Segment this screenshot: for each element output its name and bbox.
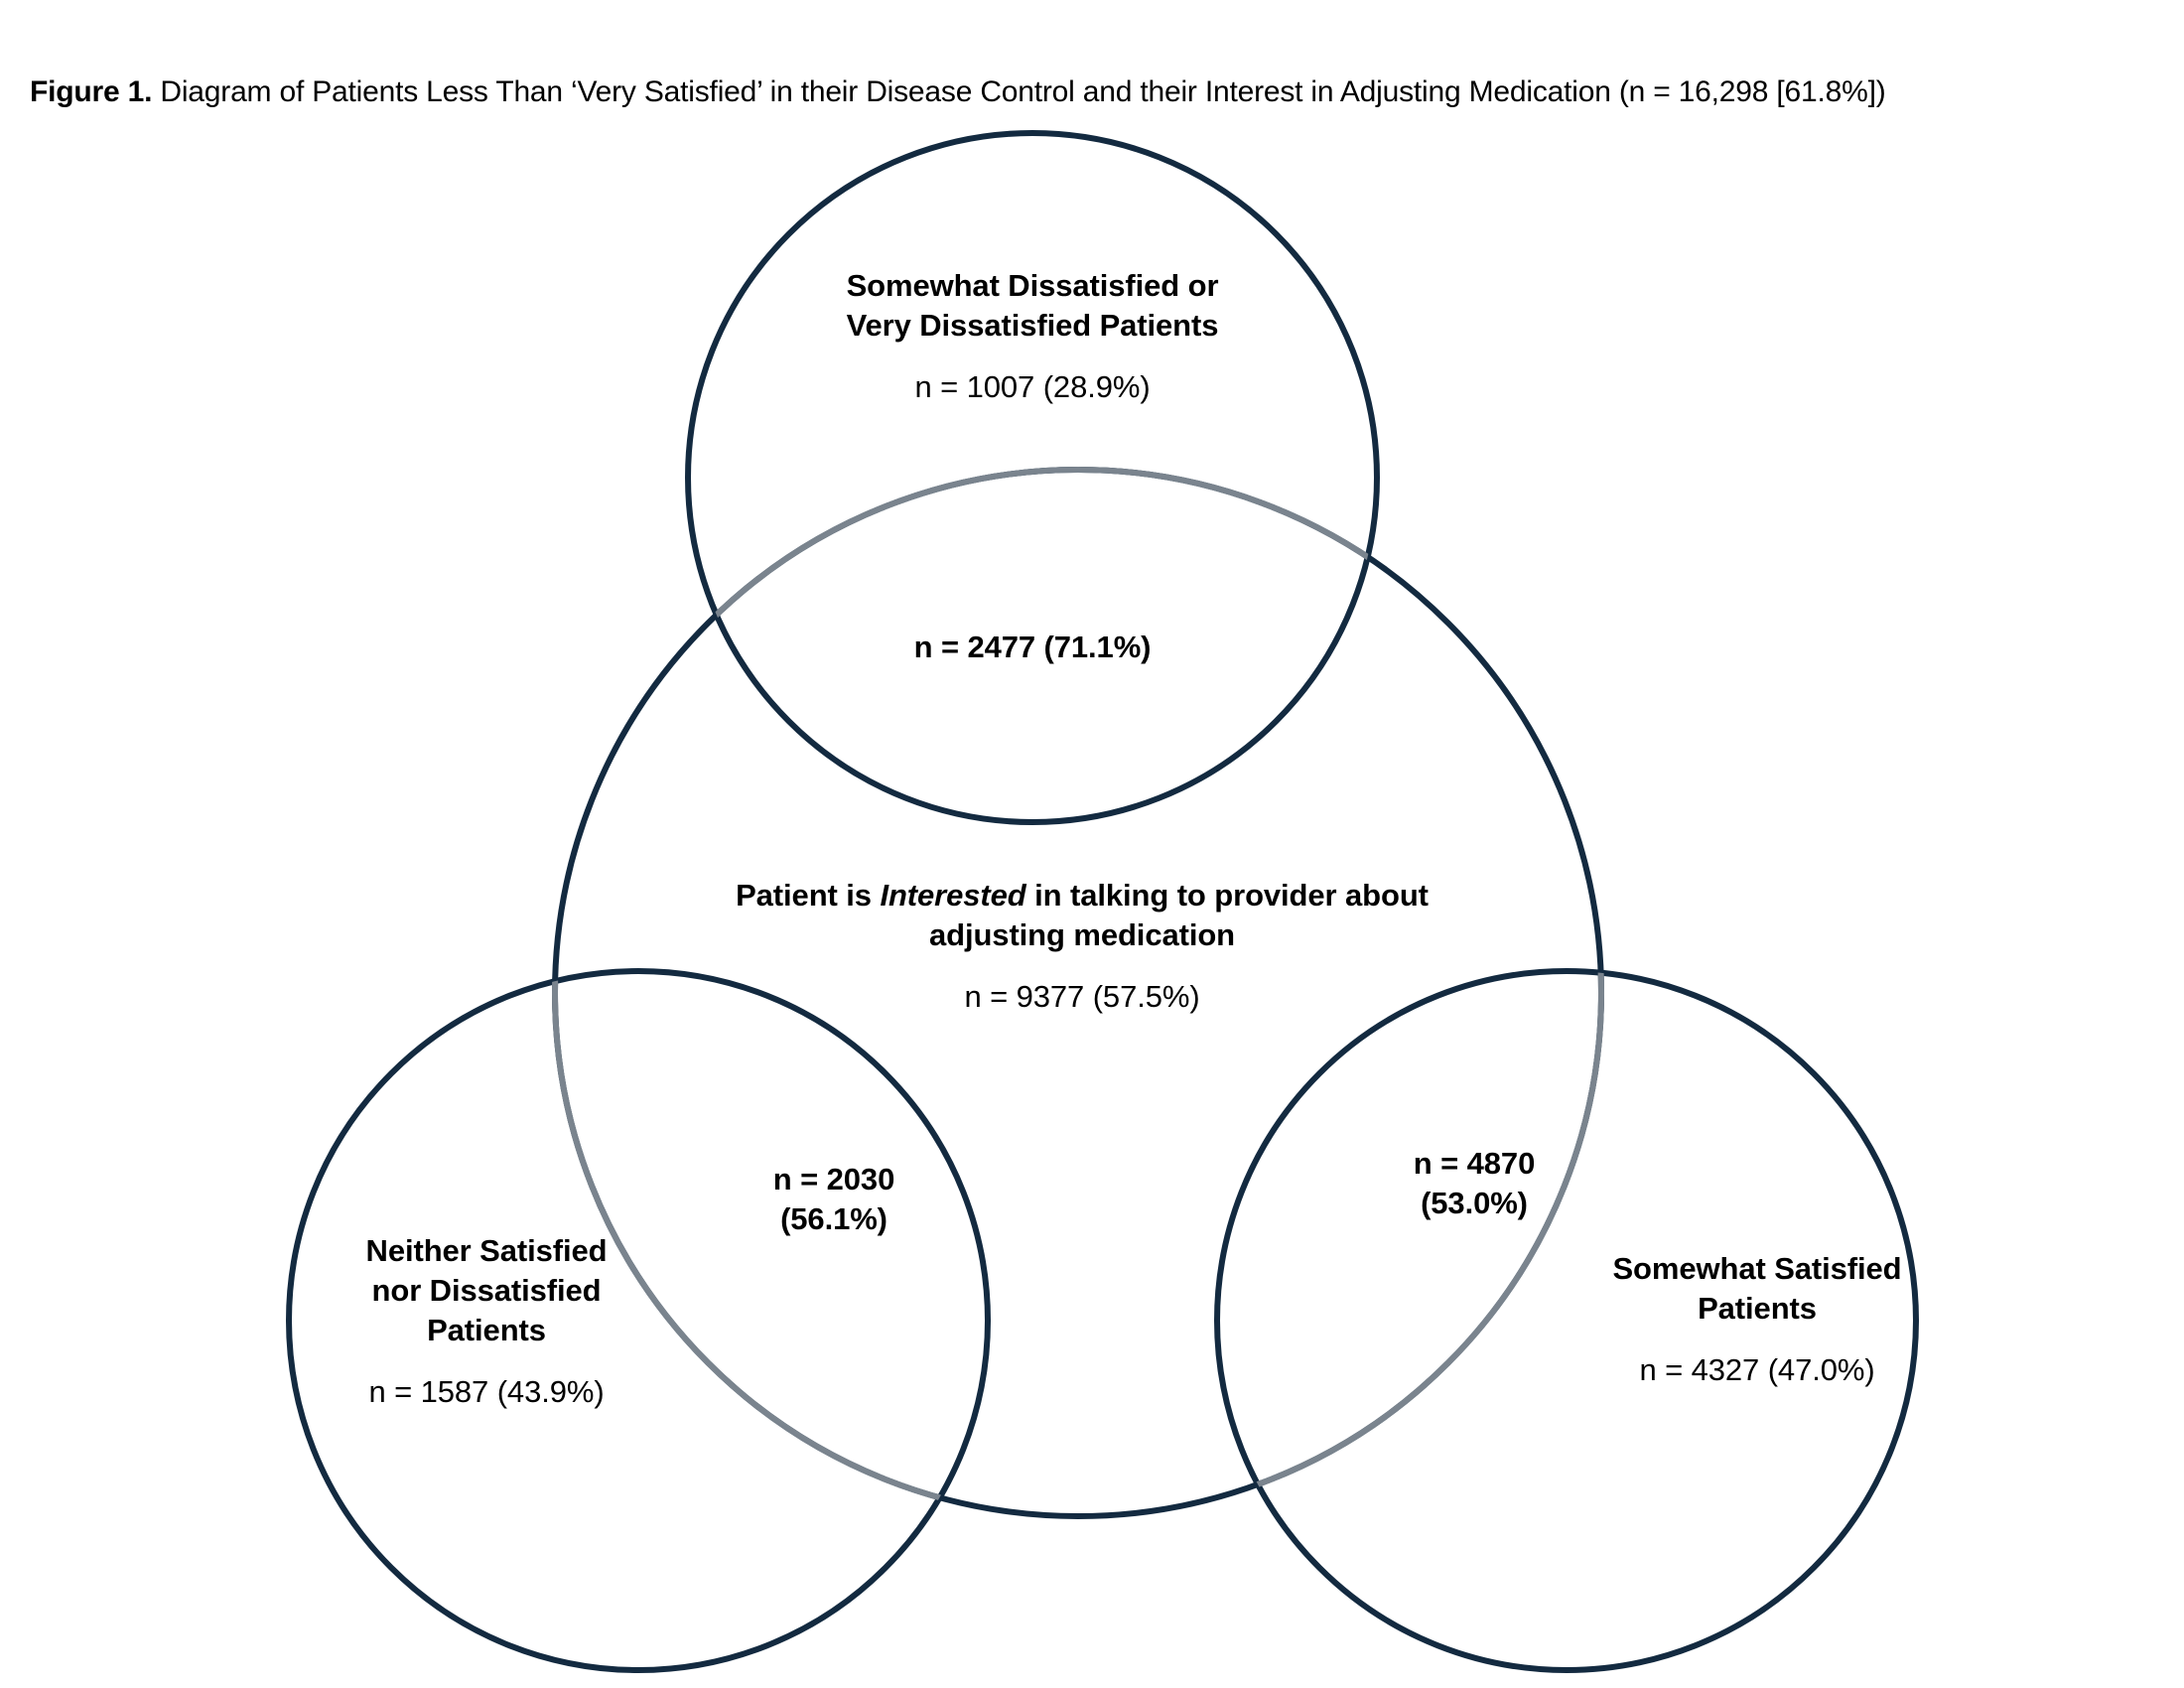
label-intersection-neutral-interested: n = 2030 (56.1%) — [695, 1160, 973, 1239]
spacer — [735, 346, 1330, 367]
spacer — [655, 955, 1509, 977]
arc-overlap-top — [688, 467, 1377, 822]
set-interested-title-line2: adjusting medication — [928, 917, 1236, 952]
intersection-right-count-line2: (53.0%) — [1421, 1186, 1528, 1220]
intersection-right-count-line1: n = 4870 — [1413, 1146, 1536, 1181]
label-intersection-satisfied-interested: n = 4870 (53.0%) — [1335, 1144, 1613, 1223]
figure-number-label: Figure 1. — [30, 75, 153, 108]
set-neutral-count: n = 1587 (43.9%) — [368, 1374, 605, 1409]
arc-overlap-right — [1217, 971, 1604, 1519]
set-satisfied-count: n = 4327 (47.0%) — [1639, 1352, 1875, 1387]
set-interested-title-line1: Patient is Interested in talking to prov… — [655, 876, 1509, 915]
set-interested-title-post: in talking to provider about — [1025, 878, 1429, 913]
label-intersection-dissatisfied-interested: n = 2477 (71.1%) — [834, 628, 1231, 667]
set-interested-title-pre: Patient is — [736, 878, 881, 913]
label-set-interested: Patient is Interested in talking to prov… — [655, 876, 1509, 1017]
intersection-top-count: n = 2477 (71.1%) — [913, 630, 1152, 664]
label-set-dissatisfied: Somewhat Dissatisfied or Very Dissatisfi… — [735, 266, 1330, 407]
set-interested-title-emphasis: Interested — [880, 878, 1026, 913]
set-neutral-title-line1: Neither Satisfied — [365, 1233, 608, 1268]
circle-dissatisfied — [685, 130, 1380, 825]
spacer — [1549, 1329, 1966, 1350]
figure-caption-text: Diagram of Patients Less Than ‘Very Sati… — [160, 75, 1886, 108]
figure-caption: Figure 1. Diagram of Patients Less Than … — [30, 75, 2164, 109]
spacer — [278, 1350, 695, 1372]
intersection-left-count-line1: n = 2030 — [772, 1162, 895, 1196]
set-neutral-title-line3: Patients — [427, 1313, 546, 1347]
set-satisfied-title-line2: Patients — [1698, 1291, 1817, 1326]
set-dissatisfied-title-line2: Very Dissatisfied Patients — [846, 308, 1219, 343]
label-set-satisfied: Somewhat Satisfied Patients n = 4327 (47… — [1549, 1249, 1966, 1390]
circle-neutral — [286, 968, 991, 1673]
circle-satisfied — [1214, 968, 1919, 1673]
set-dissatisfied-title-line1: Somewhat Dissatisfied or — [846, 268, 1219, 303]
set-satisfied-title-line1: Somewhat Satisfied — [1612, 1251, 1902, 1286]
arc-overlap-left — [552, 971, 988, 1519]
label-set-neutral: Neither Satisfied nor Dissatisfied Patie… — [278, 1231, 695, 1412]
set-interested-count: n = 9377 (57.5%) — [964, 979, 1200, 1014]
set-neutral-title-line2: nor Dissatisfied — [371, 1273, 602, 1308]
set-dissatisfied-count: n = 1007 (28.9%) — [914, 369, 1151, 404]
intersection-left-count-line2: (56.1%) — [780, 1201, 887, 1236]
